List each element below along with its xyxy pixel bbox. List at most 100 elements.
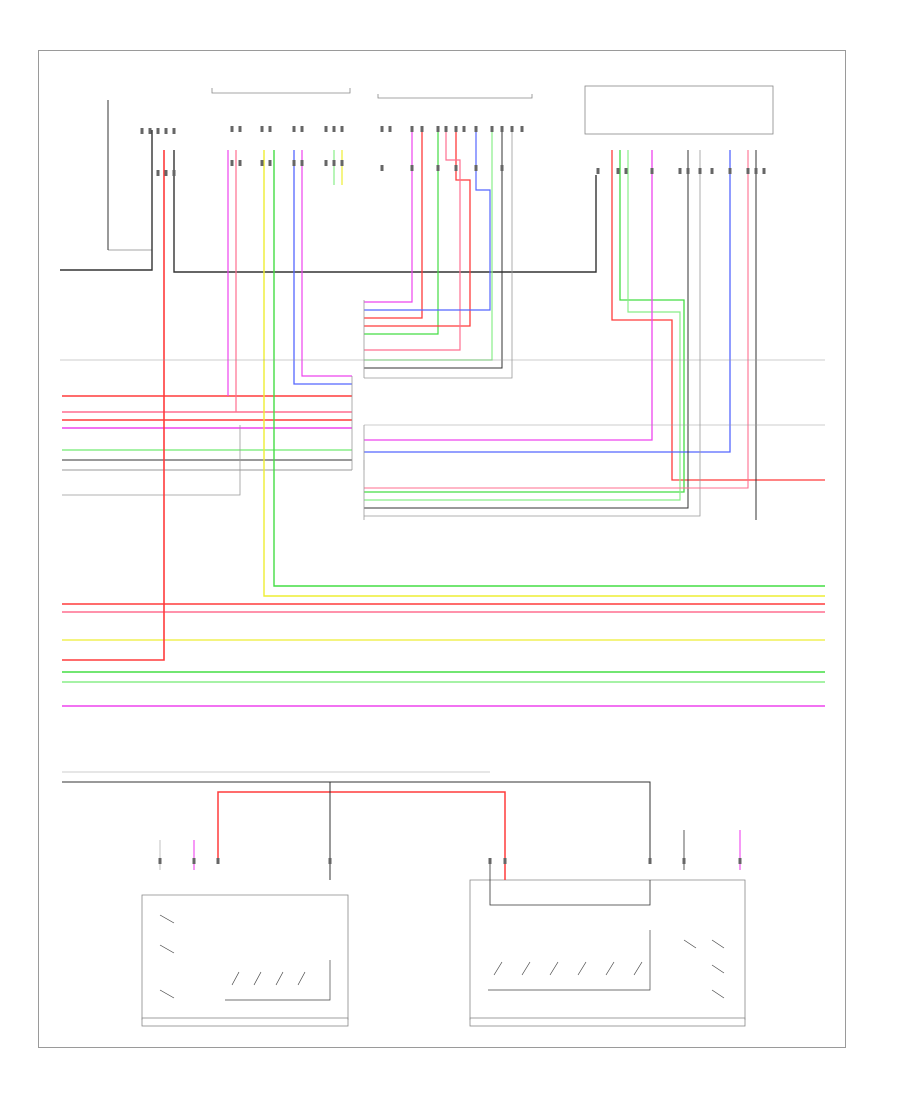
right-module-pin-10 <box>754 168 758 174</box>
left-aux-contact-0 <box>159 914 175 924</box>
module-pin-b-11 <box>510 126 514 132</box>
module-lower-pin-b-4 <box>474 165 478 171</box>
module-lower-pin-a-3 <box>268 160 272 166</box>
module-lower-pin-b-0 <box>380 165 384 171</box>
right-switch-label-box <box>469 1017 746 1027</box>
module-pin-b-1 <box>388 126 392 132</box>
right-module-pin-6 <box>698 168 702 174</box>
left-connector-pin-2 <box>156 128 160 134</box>
right-module-pin-9 <box>746 168 750 174</box>
connector-pins <box>140 126 766 864</box>
gray-upper-1 <box>364 130 513 379</box>
magenta-right-1 <box>364 150 653 441</box>
magenta-upper-1 <box>364 130 413 303</box>
module-lower-pin-a-8 <box>340 160 344 166</box>
right-module-pin-5 <box>686 168 690 174</box>
wire-layer <box>60 100 825 906</box>
lower-red-2 <box>62 150 165 661</box>
module-pin-b-6 <box>454 126 458 132</box>
module-pin-a-2 <box>260 126 264 132</box>
black-right-1 <box>364 150 689 509</box>
lower-green-3 <box>273 150 825 587</box>
component-outlines <box>108 85 774 1027</box>
left-aux-contact-1 <box>159 944 175 954</box>
right-switch-outline <box>469 879 746 1020</box>
left-switch-contact-2 <box>275 971 284 986</box>
left-switch-outline <box>141 894 349 1020</box>
module-pin-b-2 <box>410 126 414 132</box>
module-lower-pin-a-0 <box>230 160 234 166</box>
left-aux-contact-2 <box>159 989 175 999</box>
module-pin-b-4 <box>436 126 440 132</box>
module-lower-pin-a-7 <box>332 160 336 166</box>
right-switch-contact-3 <box>577 961 587 976</box>
right-module-pin-8 <box>728 168 732 174</box>
red-switch-wire <box>217 791 506 880</box>
right-module-pin-11 <box>762 168 766 174</box>
module-pin-a-3 <box>268 126 272 132</box>
module-bracket-2 <box>377 94 533 99</box>
module-lower-pin-b-5 <box>500 165 504 171</box>
pink-upper-1 <box>364 130 461 351</box>
bus-main-wire <box>173 150 597 273</box>
module-lower-pin-a-1 <box>238 160 242 166</box>
left-lower-pin-2 <box>172 170 176 176</box>
left-switch-contact-3 <box>297 971 306 986</box>
right-module-pin-3 <box>650 168 654 174</box>
ground-bus-wire <box>60 130 153 271</box>
module-pin-b-8 <box>474 126 478 132</box>
module-lower-pin-b-2 <box>436 165 440 171</box>
left-lower-pin-1 <box>164 170 168 176</box>
black-top-line-1 <box>62 781 651 860</box>
red-right-1 <box>611 150 825 481</box>
light-green-right-1 <box>364 150 681 501</box>
right-switch-contact-1 <box>521 961 531 976</box>
left-connector-pin-0 <box>140 128 144 134</box>
right-aux-contact-3 <box>711 989 725 999</box>
module-lower-pin-b-1 <box>410 165 414 171</box>
blue-upper-1 <box>364 130 491 311</box>
module-pin-b-3 <box>420 126 424 132</box>
switch-pin-l2 <box>192 858 196 864</box>
switch-pin-r5 <box>738 858 742 864</box>
lower-yellow-2 <box>263 150 825 597</box>
module-lower-pin-b-3 <box>454 165 458 171</box>
left-switch-label-box <box>141 1017 349 1027</box>
module-pin-b-9 <box>490 126 494 132</box>
left-connector-pin-3 <box>164 128 168 134</box>
switch-pin-r2 <box>503 858 507 864</box>
right-switch-contact-5 <box>633 961 643 976</box>
right-module-pin-7 <box>710 168 714 174</box>
switch-symbols <box>159 914 725 1001</box>
left-connector-pin-4 <box>172 128 176 134</box>
switch-pin-r3 <box>648 858 652 864</box>
module-pin-a-7 <box>332 126 336 132</box>
right-control-module-box <box>584 85 774 135</box>
module-pin-a-1 <box>238 126 242 132</box>
switch-pin-l4 <box>328 858 332 864</box>
pink-right-1 <box>364 150 749 489</box>
diagram-frame <box>38 50 846 1048</box>
module-lower-pin-a-6 <box>324 160 328 166</box>
right-module-pin-4 <box>678 168 682 174</box>
module-lower-pin-a-5 <box>300 160 304 166</box>
switch-pin-r1 <box>488 858 492 864</box>
right-module-pin-2 <box>624 168 628 174</box>
gray-line-2 <box>62 425 241 496</box>
module-pin-a-4 <box>292 126 296 132</box>
right-module-pin-1 <box>616 168 620 174</box>
switch-pin-l3 <box>216 858 220 864</box>
black-upper-1 <box>364 130 503 369</box>
switch-pin-r4 <box>682 858 686 864</box>
right-aux-contact-1 <box>711 939 725 949</box>
module-pin-b-0 <box>380 126 384 132</box>
magenta-vertical-2 <box>301 150 352 377</box>
left-lower-pin-0 <box>156 170 160 176</box>
right-switch-contact-2 <box>549 961 559 976</box>
module-pin-a-5 <box>300 126 304 132</box>
module-pin-a-8 <box>340 126 344 132</box>
module-pin-b-5 <box>444 126 448 132</box>
right-module-pin-0 <box>596 168 600 174</box>
right-aux-contact-2 <box>711 964 725 974</box>
